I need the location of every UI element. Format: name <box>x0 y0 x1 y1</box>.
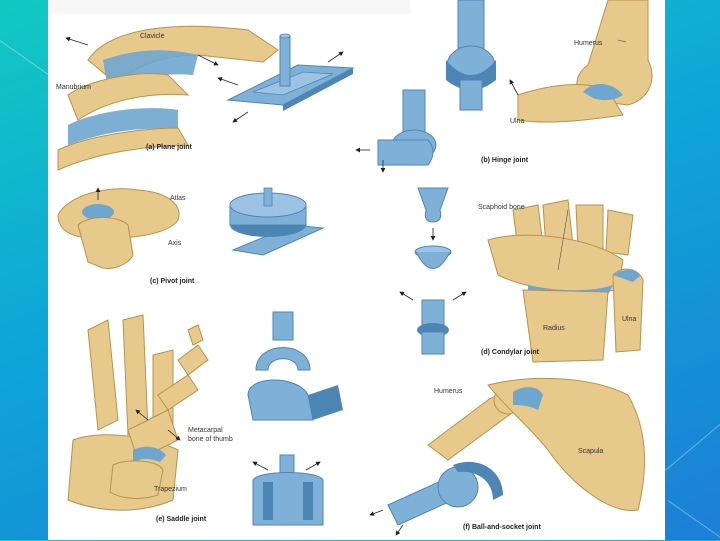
background-decoration-line <box>667 500 720 541</box>
label-manubrium: Manubrium <box>56 84 91 91</box>
hinge-joint-bones <box>510 0 652 122</box>
background-decoration-line <box>665 412 720 471</box>
label-metacarpal-thumb: bone of thumb <box>188 436 233 443</box>
label-metacarpal: Metacarpal <box>188 427 223 434</box>
pivot-joint-bones <box>58 188 179 268</box>
label-atlas: Atlas <box>170 195 186 202</box>
label-radius: Radius <box>543 325 565 332</box>
label-trapezium: Trapezium <box>154 486 187 493</box>
caption-ball-socket-joint: (f) Ball-and-socket joint <box>463 524 541 531</box>
label-humerus-hinge: Humerus <box>574 40 602 47</box>
saddle-joint-model <box>248 312 343 525</box>
hinge-joint-model <box>356 0 496 172</box>
caption-hinge-joint: (b) Hinge joint <box>481 157 528 164</box>
caption-condylar-joint: (d) Condylar joint <box>481 349 539 356</box>
caption-plane-joint: (a) Plane joint <box>146 144 192 151</box>
label-ulna-condylar: Ulna <box>622 316 636 323</box>
joint-types-figure: Clavicle Manubrium (a) Plane joint Humer… <box>48 0 665 540</box>
caption-saddle-joint: (e) Saddle joint <box>156 516 206 523</box>
label-humerus-ball: Humerus <box>434 388 462 395</box>
label-scapula: Scapula <box>578 448 603 455</box>
condylar-joint-model <box>400 188 466 354</box>
caption-pivot-joint: (c) Pivot joint <box>150 278 194 285</box>
label-scaphoid-bone: Scaphoid bone <box>478 204 525 211</box>
label-ulna-hinge: Ulna <box>510 118 524 125</box>
label-axis: Axis <box>168 240 181 247</box>
saddle-joint-bones <box>68 315 208 510</box>
joint-illustrations <box>48 0 665 540</box>
pivot-joint-model <box>230 188 323 255</box>
condylar-joint-bones <box>488 200 643 362</box>
label-clavicle: Clavicle <box>140 33 165 40</box>
